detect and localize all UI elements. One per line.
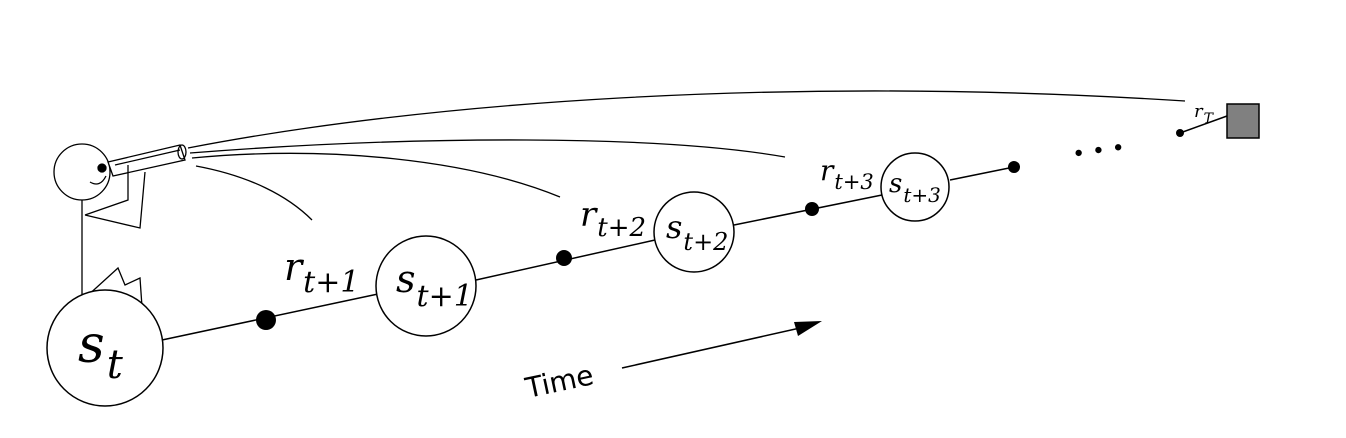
reward-label-r-t2: rt+2	[580, 195, 646, 243]
state-circle-s-t	[46, 289, 164, 407]
observation-curve-to-r-T	[187, 90, 1186, 149]
reward-label-r-t3: rt+3	[820, 154, 874, 194]
reward-label-r-T: rT	[1194, 101, 1215, 127]
telescope-icon	[107, 144, 187, 177]
observer-eye	[97, 163, 107, 173]
observer-arm	[84, 165, 146, 229]
state-circle-s-t2	[653, 191, 735, 273]
reward-dot-r-t3	[805, 202, 819, 216]
observer-smile	[89, 175, 107, 185]
state-label-s-t: st	[78, 315, 124, 388]
state-label-s-t2: st+2	[666, 208, 728, 256]
state-circle-s-t3	[880, 152, 950, 222]
terminal-state-square	[1226, 103, 1260, 139]
reward-dot-next	[1008, 161, 1020, 173]
observation-curve-to-r-t2	[191, 152, 561, 198]
state-label-s-t1: st+1	[396, 257, 473, 314]
reward-dot-r-T	[1176, 129, 1184, 137]
reward-dot-r-t1	[256, 310, 276, 330]
reward-dot-r-t2	[556, 250, 572, 266]
state-label-s-t3: st+3	[889, 169, 941, 207]
ellipsis: • • •	[1071, 136, 1127, 168]
observation-curve-to-r-t1	[195, 165, 313, 221]
time-label: Time	[522, 358, 597, 405]
reward-label-r-t1: rt+1	[284, 245, 359, 300]
time-arrow	[621, 321, 822, 369]
observation-curve-to-r-t3	[189, 139, 786, 158]
state-circle-s-t1	[375, 235, 477, 337]
